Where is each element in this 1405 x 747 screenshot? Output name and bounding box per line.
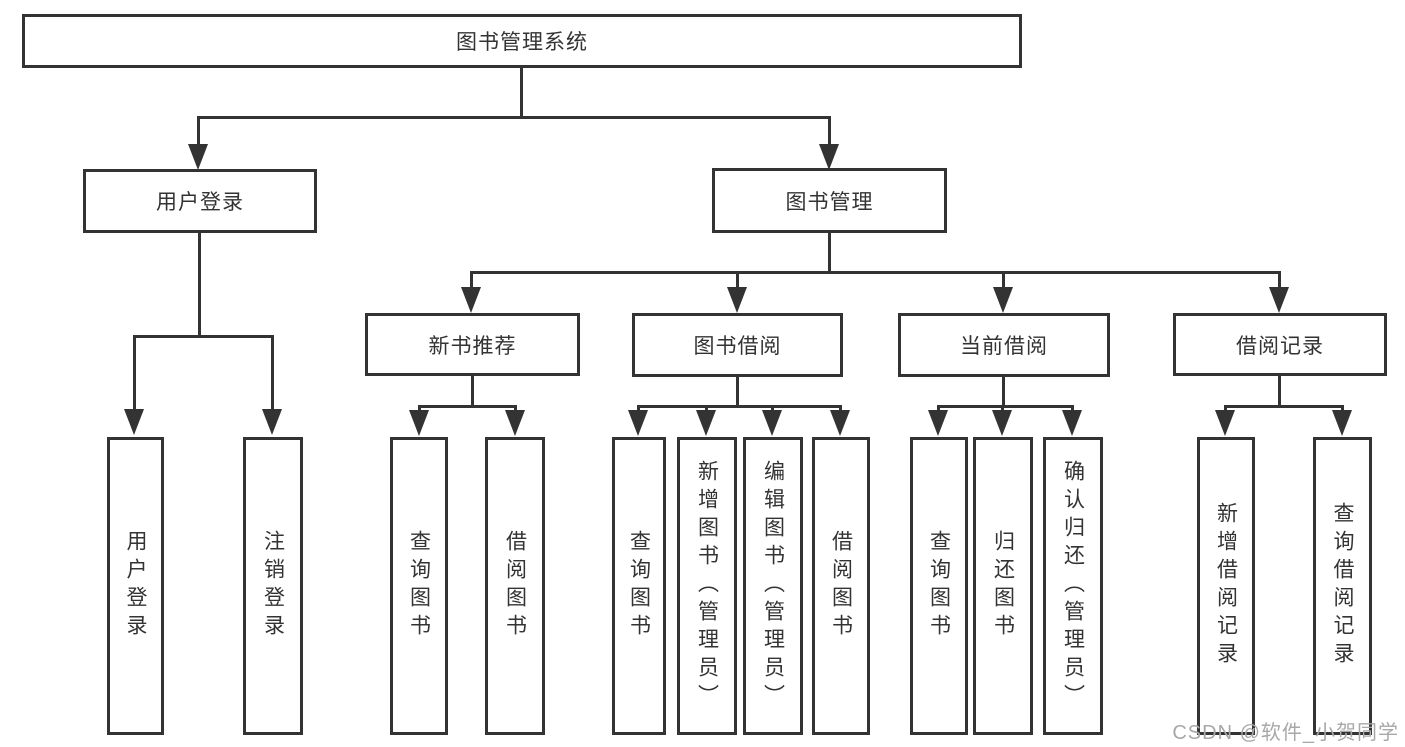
node-user-login-label: 用户登录 — [156, 191, 244, 214]
connector-bookmgmt-vline — [828, 231, 831, 274]
leaf-logout-label: 注销登录 — [261, 530, 285, 642]
leaf-logout: 注销登录 — [243, 437, 303, 735]
connector-to-book-mgmt — [828, 116, 831, 146]
arrowhead-to-current-return — [992, 410, 1012, 436]
connector-to-records-add — [1224, 405, 1227, 412]
node-root-label: 图书管理系统 — [456, 31, 588, 54]
connector-to-newbook — [470, 271, 473, 289]
leaf-newbook-borrow-label: 借阅图书 — [503, 530, 527, 642]
leaf-records-query: 查询借阅记录 — [1313, 437, 1372, 735]
arrowhead-to-current-confirm — [1062, 410, 1082, 436]
connector-to-borrow — [736, 271, 739, 289]
arrowhead-to-leaf-logout — [262, 409, 282, 435]
connector-root-vline — [520, 67, 523, 118]
leaf-user-login: 用户登录 — [107, 437, 164, 735]
leaf-newbook-borrow: 借阅图书 — [485, 437, 545, 735]
leaf-borrow-borrow: 借阅图书 — [812, 437, 870, 735]
leaf-current-confirm-label: 确认归还（管理员） — [1061, 460, 1085, 712]
connector-newbook-vline — [471, 374, 474, 408]
node-borrow: 图书借阅 — [632, 313, 843, 377]
connector-to-records — [1278, 271, 1281, 289]
leaf-records-query-label: 查询借阅记录 — [1331, 502, 1355, 670]
arrowhead-to-leaf-user-login — [124, 409, 144, 435]
connector-to-current-confirm — [1071, 405, 1074, 412]
arrowhead-to-current — [993, 287, 1013, 313]
connector-bookmgmt-hline — [470, 271, 1281, 274]
leaf-borrow-edit: 编辑图书（管理员） — [743, 437, 803, 735]
connector-to-records-query — [1341, 405, 1344, 412]
connector-to-borrow-borrow — [839, 405, 842, 412]
connector-userlogin-vline — [198, 231, 201, 338]
leaf-current-return-label: 归还图书 — [991, 530, 1015, 642]
arrowhead-to-user-login — [188, 144, 208, 170]
arrowhead-to-borrow-add — [696, 410, 716, 436]
connector-records-vline — [1278, 374, 1281, 408]
arrowhead-to-records-query — [1332, 410, 1352, 436]
connector-to-borrow-query — [637, 405, 640, 412]
node-root: 图书管理系统 — [22, 14, 1022, 68]
connector-to-borrow-add — [705, 405, 708, 412]
node-newbook-label: 新书推荐 — [428, 334, 517, 358]
leaf-borrow-query-label: 查询图书 — [627, 530, 651, 642]
node-current-label: 当前借阅 — [960, 335, 1048, 358]
leaf-current-query-label: 查询图书 — [927, 530, 951, 642]
leaf-borrow-edit-label: 编辑图书（管理员） — [761, 460, 785, 712]
arrowhead-to-borrow-borrow — [830, 410, 850, 436]
watermark: CSDN @软件_小贺同学 — [1172, 722, 1399, 744]
leaf-current-confirm: 确认归还（管理员） — [1043, 437, 1103, 735]
leaf-current-query: 查询图书 — [910, 437, 968, 735]
connector-to-current — [1002, 271, 1005, 289]
connector-to-newbook-query — [418, 405, 421, 412]
leaf-newbook-query-label: 查询图书 — [407, 530, 431, 642]
arrowhead-to-borrow-edit — [762, 410, 782, 436]
connector-userlogin-hline — [133, 335, 274, 338]
node-current: 当前借阅 — [898, 313, 1110, 377]
leaf-borrow-query: 查询图书 — [612, 437, 666, 735]
connector-to-current-query — [937, 405, 940, 412]
leaf-current-return: 归还图书 — [973, 437, 1033, 735]
connector-root-hline — [197, 116, 831, 119]
connector-to-leaf-user-login — [133, 335, 136, 411]
arrowhead-to-newbook-query — [409, 410, 429, 436]
leaf-borrow-borrow-label: 借阅图书 — [829, 530, 853, 642]
arrowhead-to-borrow-query — [628, 410, 648, 436]
leaf-user-login-label: 用户登录 — [124, 530, 148, 642]
leaf-newbook-query: 查询图书 — [390, 437, 448, 735]
arrowhead-to-book-mgmt — [819, 144, 839, 170]
arrowhead-to-newbook-borrow — [505, 410, 525, 436]
node-newbook: 新书推荐 — [365, 313, 580, 376]
arrowhead-to-borrow — [727, 287, 747, 313]
leaf-borrow-add: 新增图书（管理员） — [677, 437, 737, 735]
node-records: 借阅记录 — [1173, 313, 1387, 376]
arrowhead-to-current-query — [928, 410, 948, 436]
connector-current-hline — [937, 405, 1074, 408]
connector-records-hline — [1224, 405, 1344, 408]
connector-to-newbook-borrow — [514, 405, 517, 412]
node-book-mgmt-label: 图书管理 — [785, 190, 874, 214]
connector-newbook-hline — [418, 405, 517, 408]
connector-current-vline — [1002, 374, 1005, 408]
node-book-mgmt: 图书管理 — [712, 168, 947, 233]
connector-to-user-login — [197, 116, 200, 146]
connector-to-leaf-logout — [271, 335, 274, 411]
arrowhead-to-newbook — [461, 287, 481, 313]
leaf-records-add-label: 新增借阅记录 — [1214, 502, 1238, 670]
connector-borrow-hline — [637, 405, 841, 408]
connector-borrow-vline — [736, 374, 739, 408]
node-borrow-label: 图书借阅 — [693, 335, 782, 358]
leaf-borrow-add-label: 新增图书（管理员） — [695, 460, 719, 712]
arrowhead-to-records-add — [1215, 410, 1235, 436]
connector-to-borrow-edit — [771, 405, 774, 412]
node-records-label: 借阅记录 — [1236, 334, 1324, 358]
leaf-records-add: 新增借阅记录 — [1197, 437, 1255, 735]
connector-to-current-return — [1001, 405, 1004, 412]
arrowhead-to-records — [1269, 287, 1289, 313]
node-user-login: 用户登录 — [83, 169, 317, 233]
